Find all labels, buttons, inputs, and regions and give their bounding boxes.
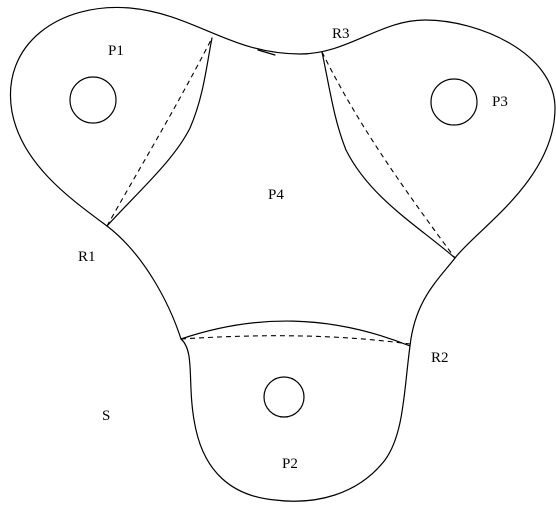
label-p3: P3: [492, 94, 508, 110]
p2-region-boundary: [180, 320, 411, 347]
label-p1: P1: [108, 43, 124, 59]
label-r3: R3: [332, 26, 350, 42]
outer-boundary: [9, 6, 556, 502]
p1-puncture-circle: [69, 76, 117, 124]
p3-puncture-circle: [430, 78, 478, 126]
p2-puncture-circle: [263, 376, 305, 418]
p1-cut-curve: [106, 37, 213, 227]
label-r2: R2: [431, 350, 449, 366]
label-r1: R1: [78, 249, 96, 265]
p1-region-boundary: [106, 37, 213, 227]
p3-cut-curve: [321, 51, 456, 259]
label-s: S: [102, 408, 110, 424]
label-p4: P4: [268, 187, 284, 203]
p3-region-boundary: [321, 51, 456, 259]
p2-cut-curve: [180, 335, 411, 345]
upper-boundary-overlap-mark: [257, 49, 276, 56]
label-p2: P2: [282, 456, 298, 472]
